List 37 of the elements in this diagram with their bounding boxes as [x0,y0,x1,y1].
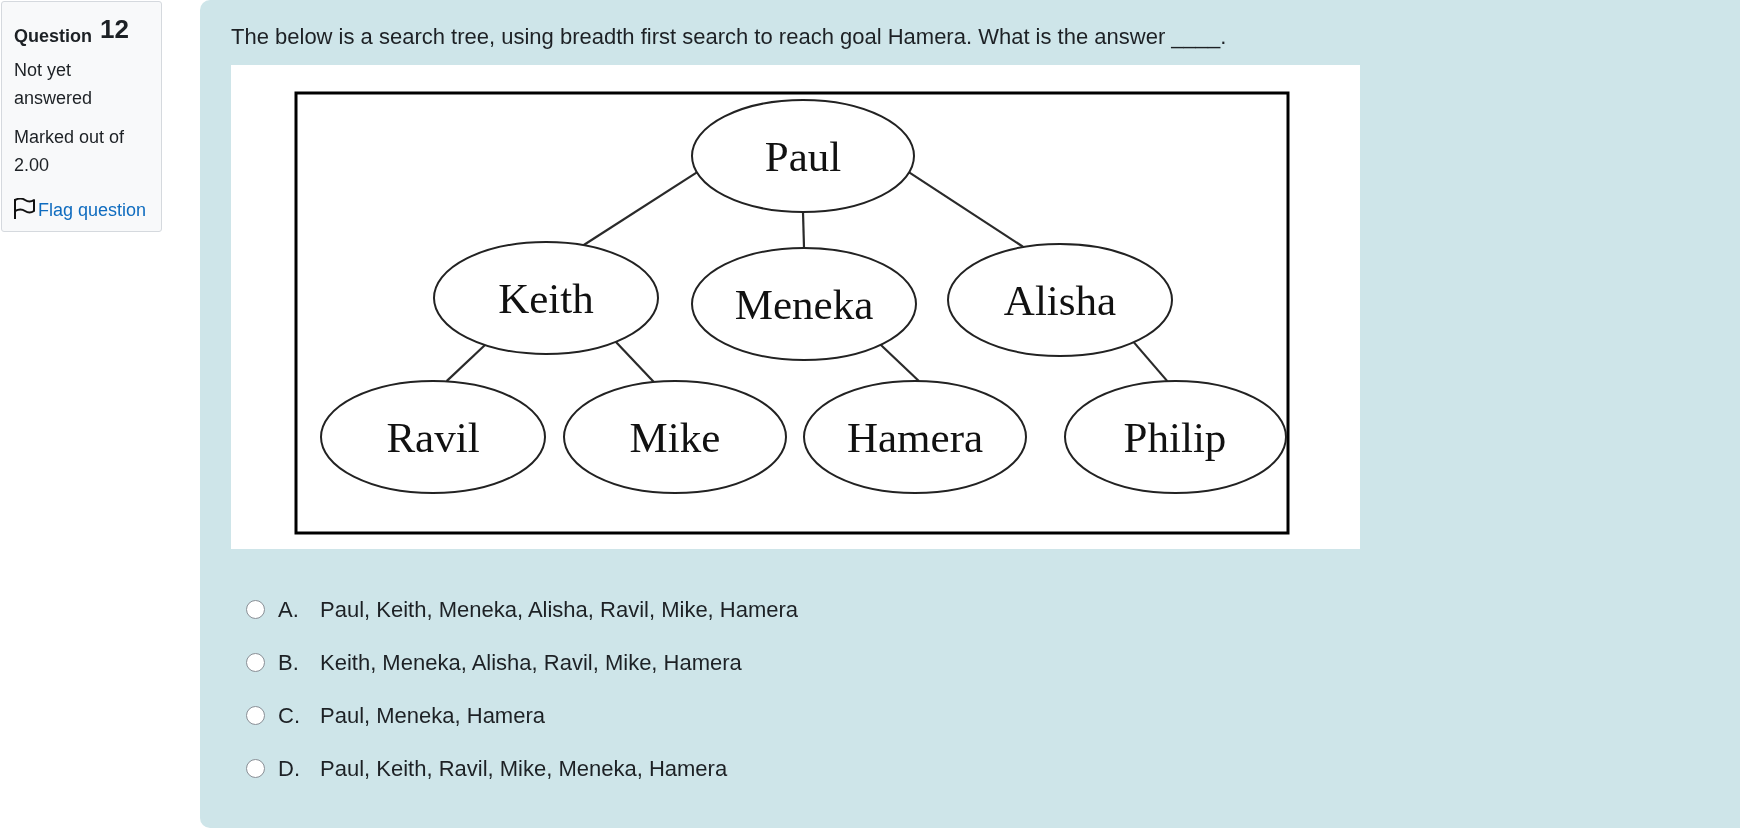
ellipse-node [947,242,1173,357]
tree-edge [1132,341,1169,382]
ellipse-node [1063,380,1287,494]
node-label: Meneka [734,282,874,325]
ellipse-node [691,99,915,213]
node-label: Alisha [1003,278,1117,322]
node-label: Mike [629,415,721,459]
question-text: The below is a search tree, using breadth first search to reach goal Hamera. What is the answer ____. [231,25,1227,49]
tree-edge [879,343,920,382]
ellipse-node [320,379,546,494]
node-label: Philip [1123,415,1227,459]
marks-text: Marked out of 2.00 [14,126,126,177]
ellipse-node [803,380,1027,494]
ellipse-node [433,241,659,355]
option-letter: B. [278,650,299,675]
ellipse-node [691,246,917,361]
flag-question-link: Flag question [38,200,147,220]
node-label: Paul [764,134,842,178]
tree-edge [801,211,806,248]
status-text: Not yet answered [14,59,94,110]
option-text: Paul, Keith, Meneka, Alisha, Ravil, Mike, Hamera [320,597,799,622]
question-label: Question [14,25,92,48]
node-label: Hamera [846,415,984,459]
tree-edge [614,341,655,383]
node-label: Ravil [386,415,480,459]
tree-edge [908,171,1024,248]
option-letter: A. [278,597,299,622]
ellipse-node [563,380,787,494]
option-text: Paul, Meneka, Hamera [320,703,545,728]
option-text: Keith, Meneka, Alisha, Ravil, Mike, Hamera [320,650,742,675]
tree-edge [582,171,698,247]
option-letter: C. [278,703,300,728]
question-number: 12 [100,17,129,41]
node-label: Keith [498,276,594,320]
tree-edge [445,344,486,382]
option-letter: D. [278,756,300,781]
option-text: Paul, Keith, Ravil, Mike, Meneka, Hamera [320,756,728,781]
